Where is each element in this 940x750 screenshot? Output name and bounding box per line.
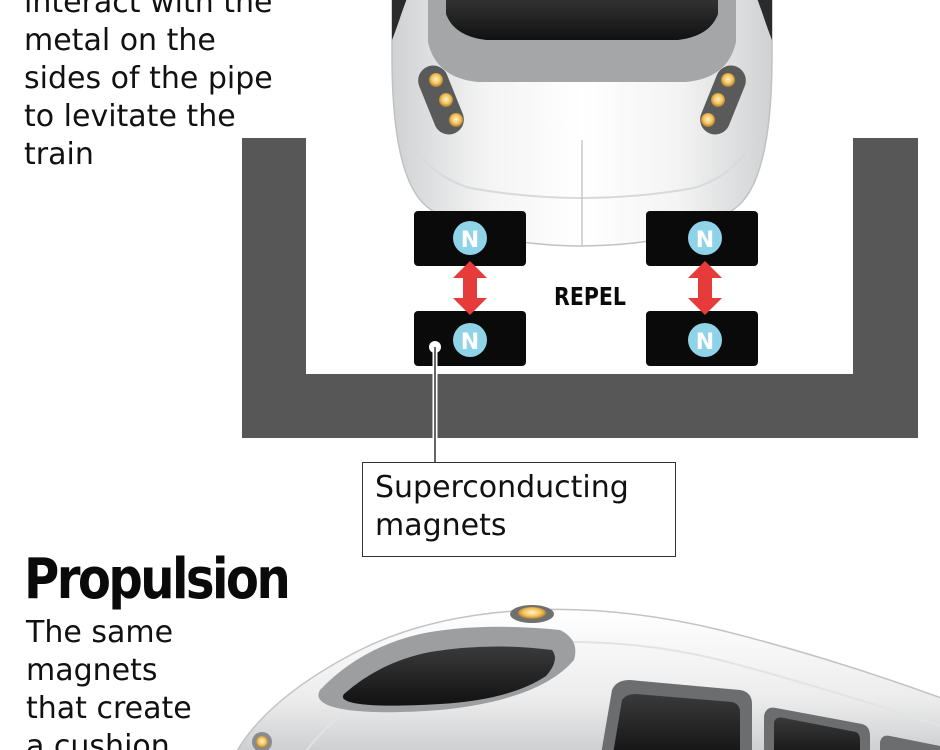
guideway-channel <box>242 138 918 438</box>
intro-line: interact with the <box>24 0 273 20</box>
callout-line: magnets <box>375 508 507 543</box>
pole-label: N <box>696 330 714 355</box>
pole-label: N <box>461 330 479 355</box>
superconducting-magnets-callout: Superconducting magnets <box>362 462 676 557</box>
propulsion-line: a cushion <box>26 729 170 750</box>
repel-arrow-right <box>688 261 722 315</box>
pole-label: N <box>461 228 479 253</box>
repel-arrow-left <box>453 261 487 315</box>
train-front-view <box>391 0 773 247</box>
repel-label: REPEL <box>554 283 626 311</box>
intro-line: sides of the pipe <box>24 61 273 96</box>
propulsion-line: that create <box>26 691 192 726</box>
pole-label: N <box>696 228 714 253</box>
propulsion-line: magnets <box>26 653 158 688</box>
propulsion-line: The same <box>26 615 174 650</box>
levitation-description: interact with the metal on the sides of … <box>24 0 314 174</box>
callout-line: Superconducting <box>375 470 629 505</box>
train-magnet-right: N <box>646 211 758 266</box>
left-headlight <box>418 65 464 135</box>
train-magnet-left: N <box>414 211 526 266</box>
propulsion-heading: Propulsion <box>24 547 291 612</box>
track-magnet-left: N <box>414 311 526 366</box>
intro-line: to levitate the <box>24 99 236 134</box>
train-side-view <box>236 605 940 750</box>
intro-line: metal on the <box>24 23 216 58</box>
track-magnet-right: N <box>646 311 758 366</box>
intro-line: train <box>24 137 94 172</box>
propulsion-description: The same magnets that create a cushion <box>26 614 256 750</box>
right-headlight <box>700 65 746 135</box>
